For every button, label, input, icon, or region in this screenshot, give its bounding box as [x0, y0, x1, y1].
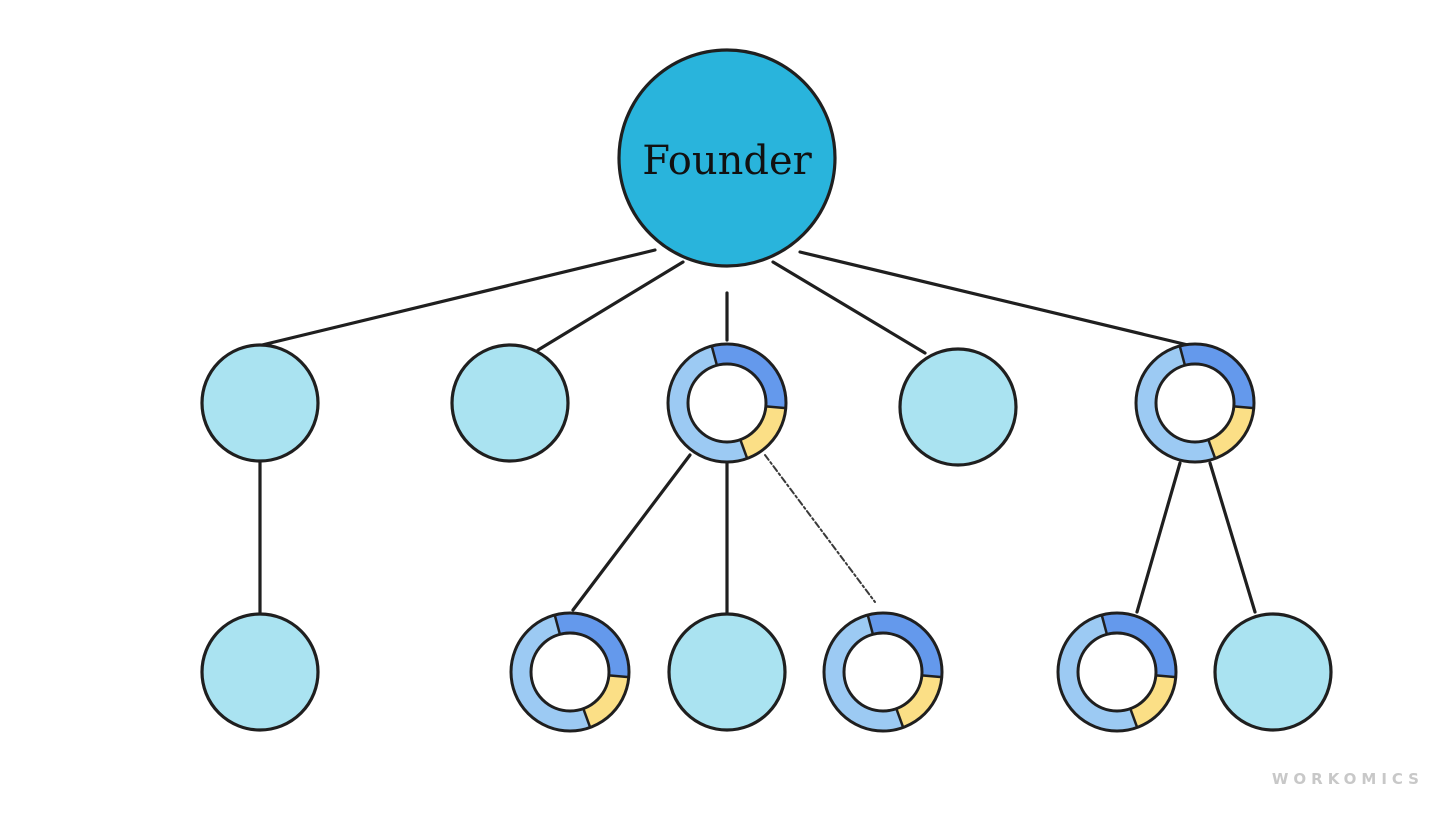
ring-node-2b [509, 611, 631, 733]
ring-inner-outline [1076, 631, 1158, 713]
edge-founder-to-node-1a [260, 248, 657, 347]
node-2a [200, 612, 320, 732]
node-2f [1213, 612, 1333, 732]
ring-segment-dark [867, 614, 941, 678]
ring-inner-outline [1154, 362, 1236, 444]
node-1d [898, 347, 1018, 467]
ring-segment-light [512, 615, 590, 730]
ring-segment-dark [1102, 614, 1175, 678]
ring-node-2e [1056, 611, 1178, 733]
ring-outer-outline [509, 611, 631, 733]
ring-segment-divider [608, 674, 629, 679]
node-1a [200, 343, 320, 463]
ring-segment-dark [711, 345, 785, 409]
node-1b [450, 343, 570, 463]
node-2c [667, 612, 787, 732]
edge-ring-1e-to-ring-2e [1135, 461, 1182, 614]
ring-segment-yellow [1208, 406, 1253, 458]
edge-founder-to-ring-1e [798, 250, 1190, 347]
ring-segment-yellow [740, 406, 785, 458]
founder-label: Founder [642, 138, 812, 184]
ring-segment-light [825, 615, 903, 730]
ring-segment-dark [554, 614, 628, 678]
ring-segment-divider [739, 439, 749, 459]
ring-segment-divider [866, 614, 875, 635]
brand-watermark: WORKOMICS [1271, 770, 1424, 788]
ring-segment-divider [921, 674, 942, 679]
edges-level-1 [260, 248, 1190, 355]
ring-segment-divider [582, 708, 592, 728]
ring-segment-dark [1180, 345, 1253, 409]
edge-founder-to-node-1d [771, 260, 927, 355]
ring-outer-outline [1134, 342, 1256, 464]
ring-segment-light [1059, 615, 1137, 730]
ring-segment-divider [553, 614, 562, 635]
ring-inner-outline [686, 362, 768, 444]
ring-segment-divider [1129, 708, 1139, 728]
ring-segment-divider [1233, 405, 1254, 410]
ring-segment-yellow [1130, 675, 1175, 727]
ring-segment-divider [1100, 614, 1109, 635]
ring-outer-outline [822, 611, 944, 733]
edge-founder-to-node-1b [536, 260, 685, 352]
ring-segment-divider [1178, 345, 1187, 366]
ring-node-1c [666, 342, 788, 464]
ring-segment-divider [765, 405, 786, 410]
ring-outer-outline [1056, 611, 1178, 733]
ring-segment-divider [1155, 674, 1176, 679]
ring-segment-yellow [896, 675, 941, 727]
ring-segment-divider [1207, 439, 1217, 459]
ring-segment-divider [710, 345, 719, 366]
edge-ring-1e-to-node-2f [1208, 461, 1257, 614]
ring-inner-outline [529, 631, 611, 713]
ring-segment-light [669, 346, 747, 461]
edge-ring-1c-to-ring-2b [571, 453, 692, 612]
ring-segment-light [1137, 346, 1215, 461]
ring-segment-yellow [583, 675, 628, 727]
edge-ring-1c-to-ring-2d [764, 454, 876, 603]
ring-inner-outline [842, 631, 924, 713]
ring-node-2d [822, 611, 944, 733]
founder-node: Founder [617, 48, 837, 268]
ring-outer-outline [666, 342, 788, 464]
edges-level-2 [258, 453, 1257, 614]
ring-node-1e [1134, 342, 1256, 464]
ring-segment-divider [895, 708, 905, 728]
